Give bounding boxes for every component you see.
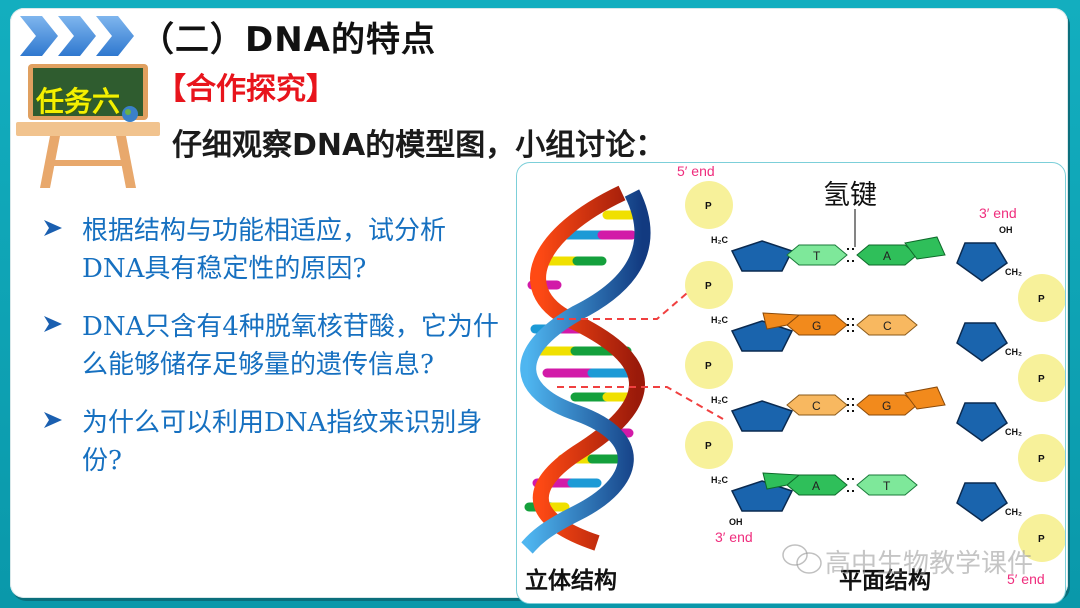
svg-text:P: P [1038, 294, 1045, 305]
question-list: 根据结构与功能相适应，试分析DNA具有稳定性的原因? DNA只含有4种脱氧核苷酸… [44, 212, 514, 500]
label-3d-structure: 立体结构 [525, 568, 617, 594]
svg-text:T: T [883, 479, 891, 493]
svg-text:CH₂: CH₂ [1005, 267, 1022, 277]
question-item: DNA只含有4种脱氧核苷酸，它为什么能够储存足够量的遗传信息? [44, 308, 514, 384]
end-label: 3′ end [979, 205, 1017, 221]
svg-text:CH₂: CH₂ [1005, 347, 1022, 357]
svg-text:H₂C: H₂C [711, 475, 728, 485]
svg-text:P: P [705, 281, 712, 292]
svg-text:A: A [883, 249, 891, 263]
section-tag: 【合作探究】 [156, 72, 336, 107]
chevron-arrows-icon [20, 16, 134, 56]
svg-text:H₂C: H₂C [711, 315, 728, 325]
watermark: 高中生物教学课件 [781, 543, 1033, 580]
svg-text:OH: OH [999, 225, 1013, 235]
task-badge: 任务六 [36, 85, 121, 118]
svg-text:P: P [705, 361, 712, 372]
hydrogen-bond-label: 氢键 [823, 180, 877, 211]
svg-text:P: P [1038, 534, 1045, 545]
question-text: 为什么可以利用DNA指纹来识别身份? [82, 408, 483, 476]
question-item: 根据结构与功能相适应，试分析DNA具有稳定性的原因? [44, 212, 514, 288]
question-text: 根据结构与功能相适应，试分析DNA具有稳定性的原因? [82, 216, 447, 284]
svg-text:P: P [1038, 374, 1045, 385]
page-title: （二）DNA的特点 [140, 20, 436, 60]
svg-text:H₂C: H₂C [711, 395, 728, 405]
dna-model-figure: P P P P P P P P H₂C H₂C H₂C H₂C CH₂ CH₂ CH₂ CH₂ OH OH [516, 162, 1066, 604]
svg-text:P: P [1038, 454, 1045, 465]
arrow-bullet-icon [44, 412, 62, 428]
svg-text:A: A [812, 479, 820, 493]
instruction-text: 仔细观察DNA的模型图，小组讨论： [172, 128, 666, 163]
svg-text:P: P [705, 441, 712, 452]
svg-text:G: G [882, 399, 891, 413]
svg-text:CH₂: CH₂ [1005, 507, 1022, 517]
dna-structure-illustration: P P P P P P P P H₂C H₂C H₂C H₂C CH₂ CH₂ CH₂ CH₂ OH OH [520, 181, 1065, 574]
question-item: 为什么可以利用DNA指纹来识别身份? [44, 404, 514, 480]
blackboard-icon [16, 64, 160, 188]
svg-text:OH: OH [729, 517, 743, 527]
end-label: 5′ end [677, 163, 715, 179]
label-planar-structure: 平面结构 [839, 568, 931, 594]
svg-text:C: C [812, 399, 821, 413]
svg-text:CH₂: CH₂ [1005, 427, 1022, 437]
arrow-bullet-icon [44, 220, 62, 236]
end-label: 3′ end [715, 529, 753, 545]
arrow-bullet-icon [44, 316, 62, 332]
end-label: 5′ end [1007, 571, 1045, 587]
svg-text:P: P [705, 201, 712, 212]
question-text: DNA只含有4种脱氧核苷酸，它为什么能够储存足够量的遗传信息? [82, 312, 499, 380]
svg-text:C: C [883, 319, 892, 333]
svg-text:H₂C: H₂C [711, 235, 728, 245]
watermark-text: 高中生物教学课件 [825, 549, 1034, 579]
base-T: T [813, 249, 821, 263]
svg-text:G: G [812, 319, 821, 333]
